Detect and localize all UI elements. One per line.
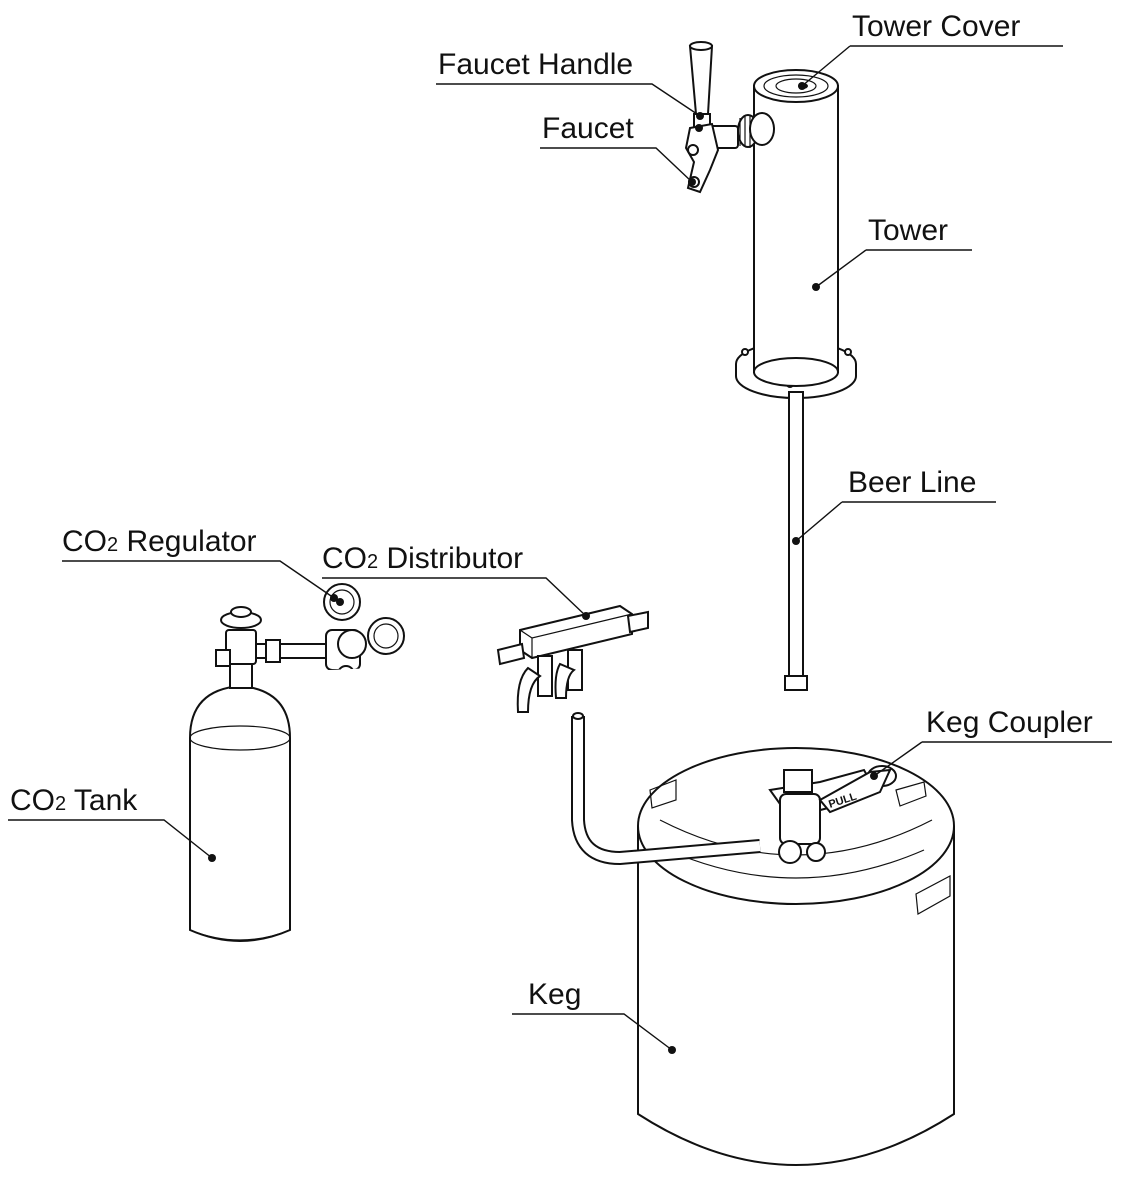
label-co2-tank: CO2 Tank: [10, 784, 138, 817]
label-tower-cover: Tower Cover: [852, 10, 1020, 43]
regulator-gauge-right: [367, 617, 405, 655]
label-tower: Tower: [868, 214, 948, 247]
co2-distributor: [496, 604, 649, 713]
leader-lines: [8, 45, 1112, 1054]
label-co2-distributor: CO2 Distributor: [322, 542, 523, 575]
faucet-handle: [688, 45, 714, 115]
faucet-assembly: [684, 41, 775, 194]
co2-tank: [189, 606, 291, 942]
label-beer-line: Beer Line: [848, 466, 976, 499]
co2-regulator: [255, 583, 460, 752]
label-co2-regulator: CO2 Regulator: [62, 525, 257, 558]
beer-line: [784, 391, 808, 691]
label-faucet-handle: Faucet Handle: [438, 48, 633, 81]
label-keg-coupler: Keg Coupler: [926, 706, 1093, 739]
keg-coupler: PULL: [768, 765, 897, 864]
label-faucet: Faucet: [542, 112, 634, 145]
label-keg: Keg: [528, 978, 581, 1011]
gas-line: [571, 712, 761, 866]
